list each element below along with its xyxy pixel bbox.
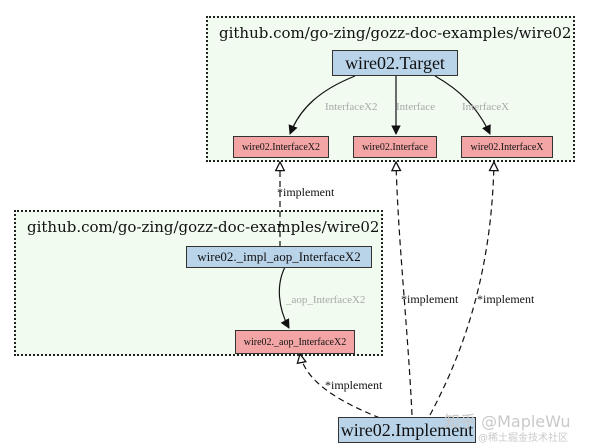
edge-target-x2 <box>288 75 356 135</box>
label-implement-interface: *implement <box>401 292 459 306</box>
node-interface[interactable]: wire02.Interface <box>353 136 437 158</box>
label-implement-x: *implement <box>477 292 535 306</box>
cluster-top-label: github.com/go-zing/gozz-doc-examples/wir… <box>219 24 572 42</box>
node-interface-x[interactable]: wire02.InterfaceX <box>461 136 553 158</box>
edge-implement-interface <box>396 162 413 416</box>
node-interface-x2[interactable]: wire02.InterfaceX2 <box>233 136 329 158</box>
label-interfacex: InterfaceX <box>462 101 509 113</box>
edge-implement-x <box>429 162 494 416</box>
edge-target-x <box>434 75 491 135</box>
label-aop-interfacex2: _aop_InterfaceX2 <box>285 294 365 306</box>
node-implement[interactable]: wire02.Implement <box>338 417 476 443</box>
edge-impl-aop <box>278 266 290 329</box>
label-implement-x2: *implement <box>277 185 335 199</box>
watermark-zhihu: 知乎 @MapleWu <box>444 412 571 431</box>
edge-implement-aop <box>300 354 381 419</box>
label-interfacex2: InterfaceX2 <box>325 101 378 113</box>
label-implement-aop: *implement <box>325 378 383 392</box>
cluster-bottom-label: github.com/go-zing/gozz-doc-examples/wir… <box>27 218 380 236</box>
node-aop-interface-x2[interactable]: wire02._aop_InterfaceX2 <box>235 330 355 354</box>
label-interface: Interface <box>396 101 435 113</box>
node-impl-aop[interactable]: wire02._impl_aop_InterfaceX2 <box>186 246 372 268</box>
node-target[interactable]: wire02.Target <box>332 50 458 76</box>
watermark-juejin: @稀土掘金技术社区 <box>478 433 568 444</box>
